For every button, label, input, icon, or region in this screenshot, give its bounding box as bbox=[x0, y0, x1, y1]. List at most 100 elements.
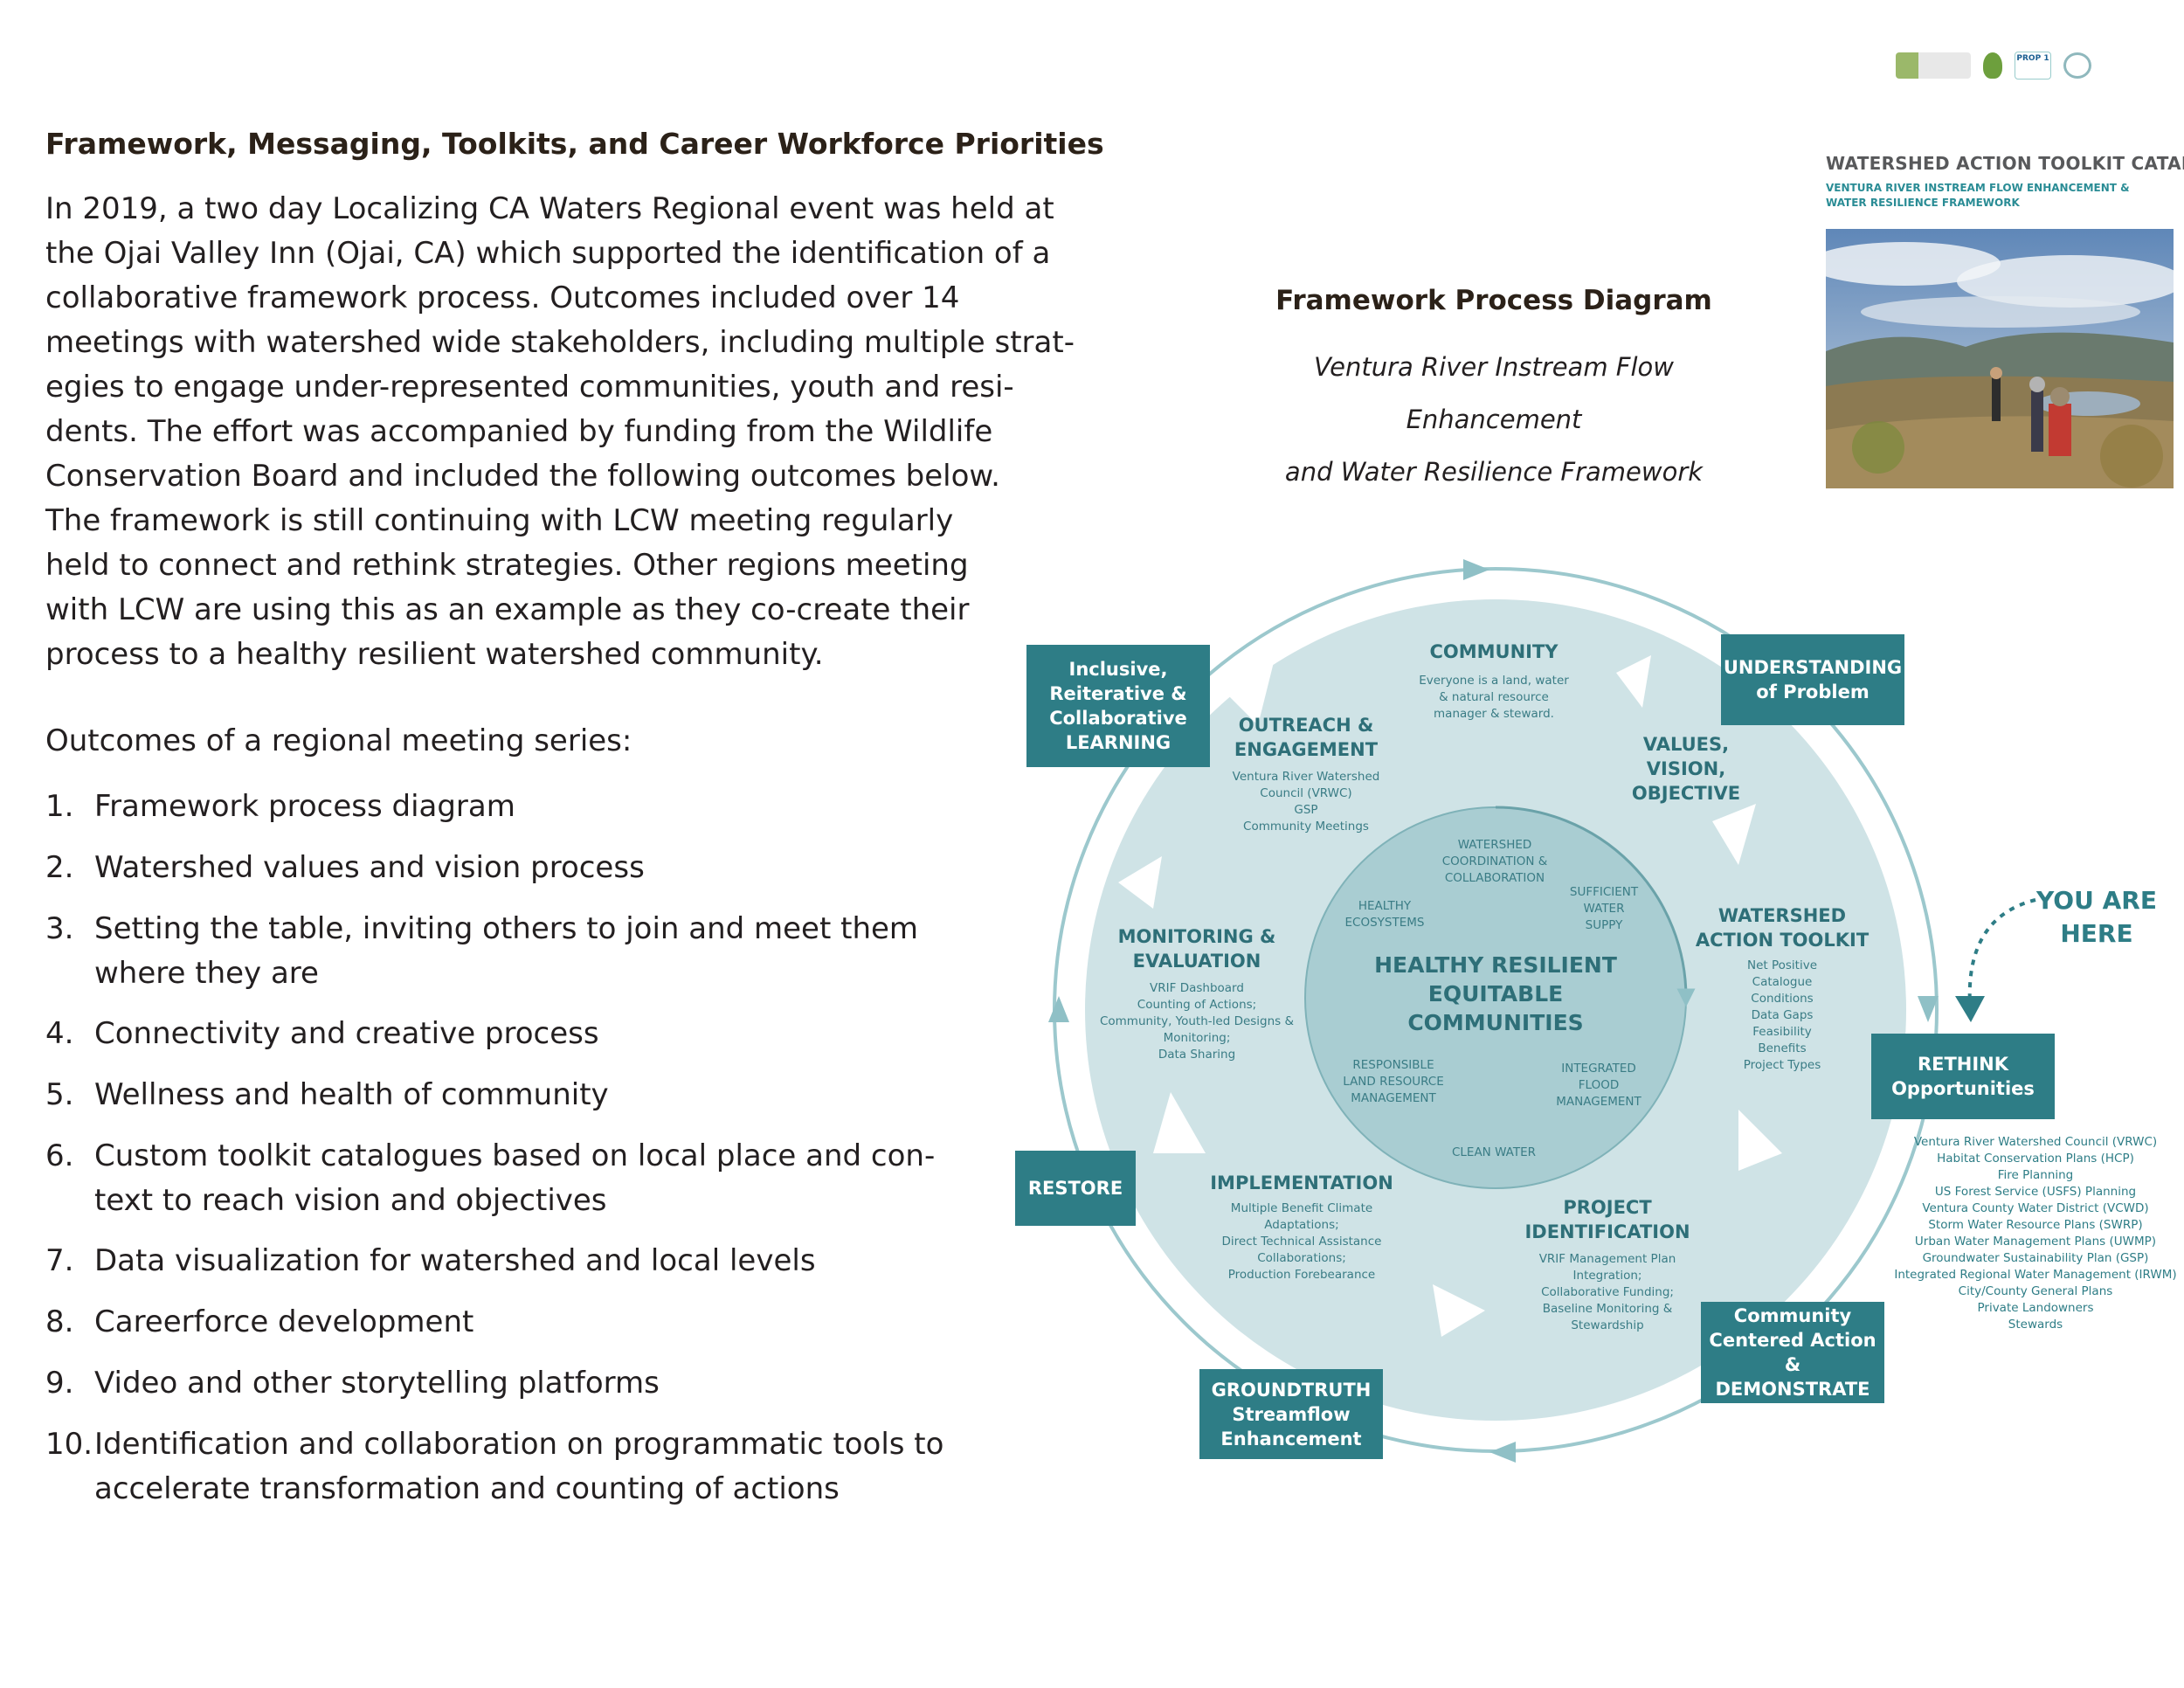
list-number: 9. bbox=[45, 1366, 74, 1401]
intro-line: the Ojai Valley Inn (Ojai, CA) which sup… bbox=[45, 236, 1051, 271]
rethink-list: Ventura River Watershed Council (VRWC) H… bbox=[1887, 1134, 2184, 1333]
list-number: 10. bbox=[45, 1427, 93, 1462]
list-text: Data visualization for watershed and loc… bbox=[94, 1243, 816, 1278]
outreach-desc: Ventura River Watershed bbox=[1232, 770, 1380, 784]
community-action-box: Community Centered Action & DEMONSTRATE bbox=[1701, 1302, 1884, 1403]
intro-line: with LCW are using this as an example as… bbox=[45, 592, 970, 627]
toolkit-desc: Catalogue bbox=[1752, 975, 1813, 989]
list-text: Framework process diagram bbox=[94, 789, 515, 824]
toolkit-desc: Project Types bbox=[1743, 1058, 1821, 1072]
implementation-desc: Adaptations; bbox=[1264, 1218, 1339, 1232]
list-number: 8. bbox=[45, 1304, 74, 1339]
inner-cycle-arrow bbox=[1495, 806, 1696, 1007]
toolkit-desc: Net Positive bbox=[1746, 958, 1818, 972]
you-are-here-arrowhead-icon bbox=[1955, 996, 1985, 1022]
you-are-here-label: YOU ARE HERE bbox=[2035, 884, 2158, 951]
you-are-here-arrow bbox=[1967, 898, 2036, 1006]
project-desc: VRIF Management Plan bbox=[1538, 1252, 1676, 1266]
monitoring-desc: Data Sharing bbox=[1158, 1048, 1236, 1062]
monitoring-desc: VRIF Dashboard bbox=[1150, 981, 1244, 995]
intro-line: In 2019, a two day Localizing CA Waters … bbox=[45, 191, 1054, 226]
box-text: Opportunities bbox=[1891, 1078, 2035, 1099]
outreach-desc: Council (VRWC) bbox=[1260, 786, 1352, 800]
clean-water-label: CLEAN WATER bbox=[1451, 1145, 1537, 1159]
inner-text: INTEGRATED bbox=[1561, 1062, 1636, 1076]
monitoring-desc: Monitoring; bbox=[1163, 1031, 1231, 1045]
section-heading: Framework, Messaging, Toolkits, and Care… bbox=[45, 127, 1104, 161]
inner-text: ECOSYSTEMS bbox=[1344, 916, 1425, 930]
intro-line: process to a healthy resilient watershed… bbox=[45, 637, 824, 672]
partner-logos: PROP 1 bbox=[1896, 48, 2105, 83]
monitoring-title: MONITORING & bbox=[1117, 926, 1276, 947]
list-number: 2. bbox=[45, 850, 74, 885]
list-number: 1. bbox=[45, 789, 74, 824]
inner-text: MANAGEMENT bbox=[1556, 1095, 1641, 1109]
project-block: PROJECT IDENTIFICATION VRIF Management P… bbox=[1520, 1195, 1695, 1334]
flow-arrow-icon bbox=[1433, 1284, 1485, 1337]
diagram-subtitle-line-2: and Water Resilience Framework bbox=[1284, 457, 1704, 487]
outreach-title: ENGAGEMENT bbox=[1234, 739, 1379, 760]
rethink-list-item: Fire Planning bbox=[1997, 1168, 2074, 1182]
implementation-desc: Direct Technical Assistance bbox=[1221, 1235, 1382, 1249]
intro-line: The framework is still continuing with L… bbox=[45, 503, 954, 538]
diagram-title: Framework Process Diagram bbox=[1275, 285, 1712, 316]
inner-text: SUPPY bbox=[1585, 918, 1623, 932]
catalog-subtitle: VENTURA RIVER INSTREAM FLOW ENHANCEMENT … bbox=[1826, 181, 2130, 211]
rethink-list-item: Ventura County Water District (VCWD) bbox=[1922, 1201, 2149, 1215]
values-title: VALUES, bbox=[1642, 734, 1730, 755]
intro-line: dents. The effort was accompanied by fun… bbox=[45, 414, 993, 449]
intro-paragraph: In 2019, a two day Localizing CA Waters … bbox=[45, 187, 1075, 677]
rethink-list-item: City/County General Plans bbox=[1958, 1284, 2113, 1298]
list-number: 6. bbox=[45, 1138, 74, 1173]
list-text: Careerforce development bbox=[94, 1304, 474, 1339]
implementation-desc: Production Forebearance bbox=[1227, 1268, 1376, 1282]
outcomes-title: Outcomes of a regional meeting series: bbox=[45, 723, 632, 758]
project-title: IDENTIFICATION bbox=[1524, 1221, 1690, 1242]
project-desc: Integration; bbox=[1572, 1269, 1642, 1283]
toolkit-desc: Conditions bbox=[1751, 992, 1814, 1006]
box-text: GROUNDTRUTH bbox=[1211, 1379, 1372, 1401]
monitoring-desc: Counting of Actions; bbox=[1137, 998, 1257, 1012]
prop1-logo: PROP 1 bbox=[2015, 52, 2051, 80]
center-line: EQUITABLE bbox=[1427, 981, 1564, 1007]
land-resource-label: RESPONSIBLE LAND RESOURCE MANAGEMENT bbox=[1328, 1057, 1459, 1107]
list-text: where they are bbox=[94, 956, 319, 991]
community-desc: manager & steward. bbox=[1434, 707, 1554, 721]
list-number: 4. bbox=[45, 1016, 74, 1051]
rethink-list-item: US Forest Service (USFS) Planning bbox=[1934, 1185, 2137, 1199]
rethink-list-item: Ventura River Watershed Council (VRWC) bbox=[1913, 1135, 2158, 1149]
values-title: OBJECTIVE bbox=[1631, 783, 1741, 804]
prop1-logo-text: PROP 1 bbox=[2016, 54, 2049, 63]
box-text: LEARNING bbox=[1065, 732, 1171, 753]
implementation-desc: Multiple Benefit Climate bbox=[1230, 1201, 1373, 1215]
ecosystems-label: HEALTHY ECOSYSTEMS bbox=[1337, 898, 1433, 931]
catalog-title: WATERSHED ACTION TOOLKIT CATALOG bbox=[1826, 153, 2184, 174]
flow-arrow-icon bbox=[1214, 655, 1275, 725]
inner-text: WATERSHED bbox=[1457, 838, 1532, 852]
list-text: text to reach vision and objectives bbox=[94, 1183, 607, 1218]
leaf-logo bbox=[1983, 52, 2002, 79]
understanding-box: UNDERSTANDING of Problem bbox=[1721, 634, 1904, 725]
box-text: Centered Action & bbox=[1709, 1330, 1876, 1375]
monitoring-title: EVALUATION bbox=[1132, 951, 1261, 972]
outreach-block: OUTREACH & ENGAGEMENT Ventura River Wate… bbox=[1219, 713, 1393, 835]
toolkit-desc: Benefits bbox=[1758, 1041, 1807, 1055]
intro-line: Conservation Board and included the foll… bbox=[45, 459, 1000, 494]
implementation-title: IMPLEMENTATION bbox=[1210, 1173, 1393, 1193]
lcw-logo bbox=[1896, 52, 1971, 79]
box-text: Streamflow bbox=[1232, 1403, 1351, 1425]
diagram-subtitle: Ventura River Instream Flow Enhancement … bbox=[1223, 341, 1765, 498]
community-desc: & natural resource bbox=[1439, 690, 1549, 704]
ring-arrow-icon bbox=[1489, 1442, 1516, 1463]
outreach-title: OUTREACH & bbox=[1238, 715, 1374, 736]
toolkit-title: ACTION TOOLKIT bbox=[1695, 930, 1870, 951]
coordination-label: WATERSHED COORDINATION & COLLABORATION bbox=[1412, 837, 1578, 887]
inner-text: FLOOD bbox=[1578, 1078, 1620, 1092]
learning-box: Inclusive, Reiterative & Collaborative L… bbox=[1026, 645, 1210, 767]
values-title: VISION, bbox=[1646, 758, 1726, 779]
flow-arrow-icon bbox=[1712, 804, 1756, 865]
groundtruth-box: GROUNDTRUTH Streamflow Enhancement bbox=[1199, 1369, 1383, 1459]
intro-line: meetings with watershed wide stakeholder… bbox=[45, 325, 1075, 360]
inner-text: COLLABORATION bbox=[1444, 871, 1545, 885]
box-text: RETHINK bbox=[1917, 1054, 2009, 1075]
